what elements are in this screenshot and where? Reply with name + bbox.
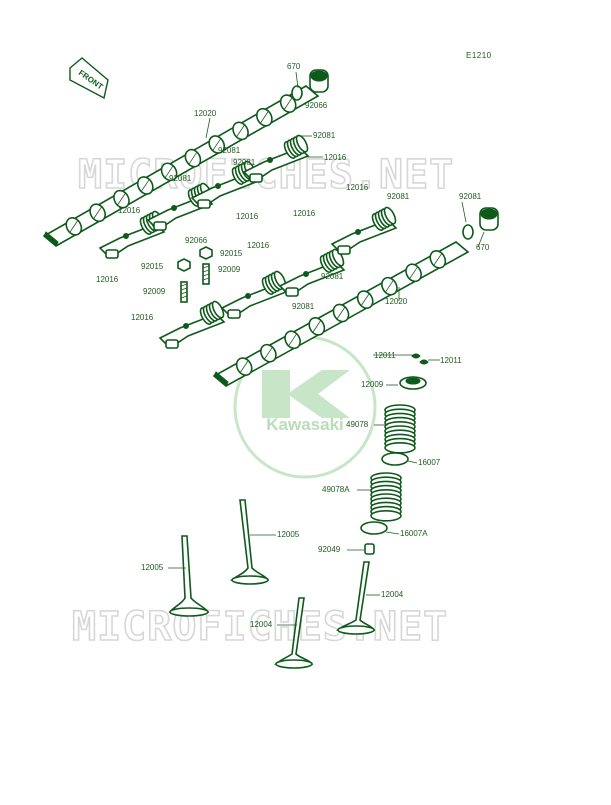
part-label: 12004 <box>381 590 404 599</box>
rocker-arm-assemblies <box>98 134 398 350</box>
part-label: 49078A <box>322 485 350 494</box>
valve-spring-inner <box>370 472 402 522</box>
part-label: 12016 <box>131 313 154 322</box>
intake-valve-right <box>336 561 376 635</box>
spring-seat-upper <box>381 452 409 466</box>
exhaust-valve-left <box>168 535 210 617</box>
part-label: 16007A <box>400 529 428 538</box>
camshaft-upper <box>42 85 320 247</box>
part-label: 92081 <box>321 272 344 281</box>
part-label: 92081 <box>292 302 315 311</box>
valve-keepers <box>411 353 429 365</box>
part-number-labels: 670 92066 12020 92081 92081 12016 92081 … <box>96 62 490 629</box>
spring-seat-lower <box>360 521 388 535</box>
camshaft-cap-lower <box>462 207 499 240</box>
logo-text: Kawasaki <box>266 415 344 434</box>
adjuster-left <box>177 258 191 303</box>
part-label: 92015 <box>220 249 243 258</box>
part-label: 12011 <box>374 351 396 360</box>
adjuster-right <box>199 246 213 285</box>
camshaft-lower <box>212 241 470 387</box>
part-label: 92081 <box>169 174 192 183</box>
part-label: 12011 <box>440 356 462 365</box>
part-label: 12005 <box>277 530 300 539</box>
part-label: 12016 <box>236 212 259 221</box>
part-label: 12009 <box>361 380 384 389</box>
kawasaki-logo: Kawasaki <box>233 335 377 479</box>
part-label: 92081 <box>233 158 256 167</box>
part-label: 49078 <box>346 420 369 429</box>
part-label: 16007 <box>418 458 441 467</box>
camshaft-cap-upper <box>291 69 329 101</box>
part-label: 12016 <box>324 153 347 162</box>
part-label: 92081 <box>459 192 482 201</box>
part-label: 92009 <box>218 265 241 274</box>
part-label: 92066 <box>185 236 208 245</box>
part-label: 92009 <box>143 287 166 296</box>
front-arrow-icon: FRONT <box>69 57 109 100</box>
part-label: 92081 <box>313 131 336 140</box>
part-label: 670 <box>287 62 301 71</box>
leader-lines <box>168 71 485 626</box>
part-label: 12005 <box>141 563 164 572</box>
part-label: 12016 <box>346 183 369 192</box>
part-label: 92049 <box>318 545 341 554</box>
part-label: 12020 <box>385 297 408 306</box>
part-label: 12016 <box>293 209 316 218</box>
part-label: 92081 <box>387 192 410 201</box>
part-label: 12016 <box>118 206 141 215</box>
part-label: 12004 <box>250 620 273 629</box>
part-label: 92081 <box>218 146 241 155</box>
figure-code: E1210 <box>466 51 492 60</box>
part-label: 12016 <box>247 241 270 250</box>
part-label: 92015 <box>141 262 164 271</box>
stem-seal <box>364 543 375 555</box>
spring-retainer <box>399 376 427 390</box>
intake-valve-left <box>274 597 314 669</box>
part-label: 12020 <box>194 109 217 118</box>
part-label: 12016 <box>96 275 119 284</box>
valve-spring-outer <box>384 404 416 454</box>
watermark-bottom: MICROFICHES.NET <box>72 604 448 650</box>
part-label: 92066 <box>305 101 328 110</box>
exhaust-valve-right <box>230 499 270 585</box>
part-label: 670 <box>476 243 490 252</box>
